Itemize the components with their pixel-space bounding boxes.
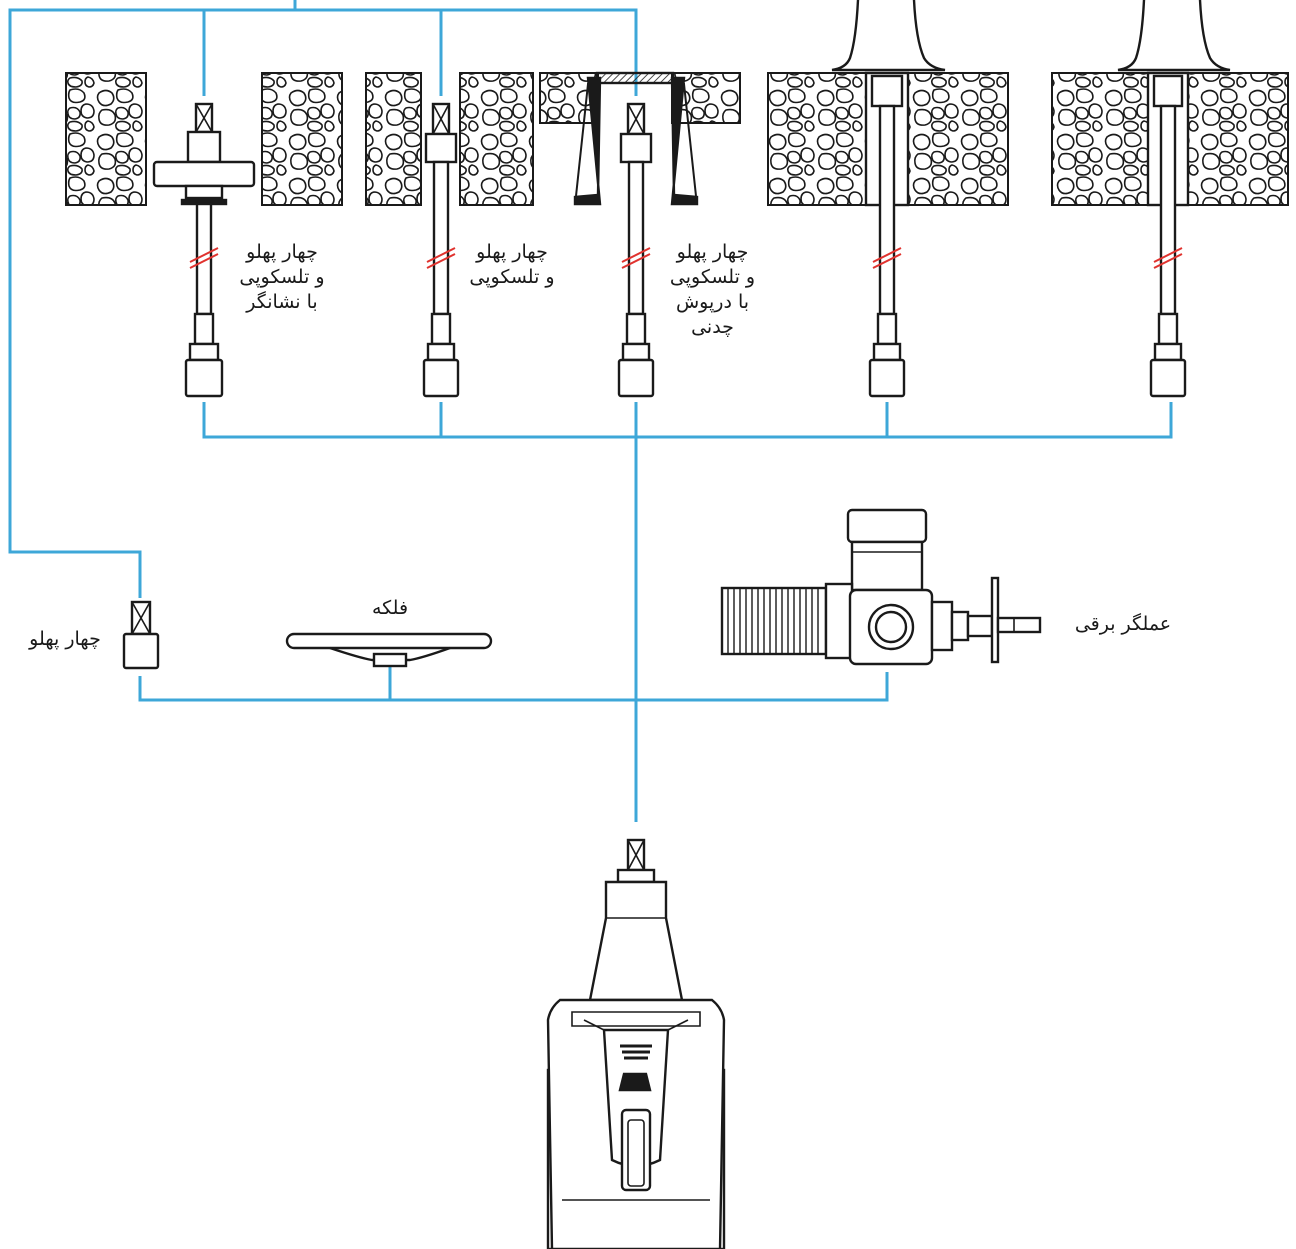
label-square-telescopic-indicator: چهار پهلو و تلسکوپی با نشانگر <box>239 241 325 313</box>
cast-iron-cover-icon <box>573 71 699 206</box>
handwheel-icon <box>285 632 493 668</box>
cut-mark <box>426 247 456 269</box>
label-electric-actuator: عملگر برقی <box>1074 613 1172 635</box>
connector-lines <box>8 0 1173 822</box>
gate-valve-icon <box>546 838 726 1249</box>
cut-mark <box>189 247 219 269</box>
telescopic-extension-icon <box>152 102 256 398</box>
telescopic-extension-icon <box>422 102 460 398</box>
electric-actuator-icon <box>720 508 1042 666</box>
label-square-telescopic: چهار پهلو و تلسکوپی <box>469 241 555 288</box>
cut-mark <box>1153 247 1183 269</box>
cut-mark <box>621 247 651 269</box>
square-cap-icon <box>122 600 160 670</box>
telescopic-extension-icon <box>617 102 655 398</box>
label-square-cap: چهار پهلو <box>29 628 101 650</box>
label-handwheel: فلکه <box>371 597 409 619</box>
gravel-soil-icon <box>65 72 1289 206</box>
label-square-telescopic-castiron-cover: چهار پهلو و تلسکوپی با درپوش چدنی <box>669 241 756 338</box>
cut-mark <box>872 247 902 269</box>
telescopic-extension-icon <box>1149 104 1187 398</box>
